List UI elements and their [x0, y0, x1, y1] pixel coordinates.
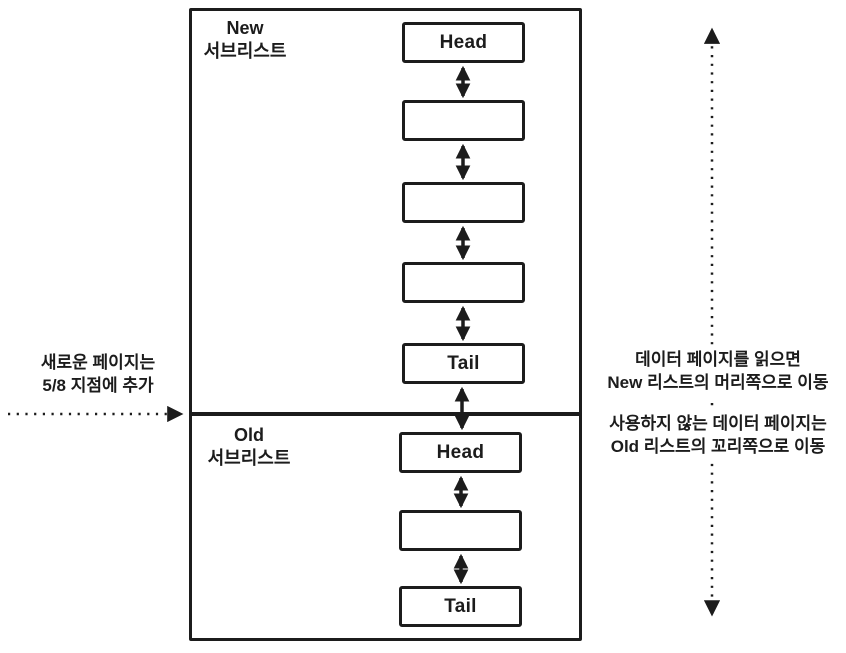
new-page-box-1 — [402, 100, 525, 141]
new-tail-box: Tail — [402, 343, 525, 384]
new-page-box-3 — [402, 262, 525, 303]
old-tail-box: Tail — [399, 586, 522, 627]
new-page-box-2 — [402, 182, 525, 223]
old-tail-label: Tail — [444, 595, 477, 617]
old-head-label: Head — [436, 441, 485, 463]
insert-point-annotation-line1: 새로운 페이지는 — [40, 353, 156, 372]
insert-point-annotation: 새로운 페이지는 5/8 지점에 추가 — [6, 351, 190, 398]
old-head-box: Head — [399, 432, 522, 473]
old-sublist-label: Old 서브리스트 — [194, 424, 304, 470]
old-page-box-1 — [399, 510, 522, 551]
unused-move-annotation-line2: Old 리스트의 꼬리쪽으로 이동 — [610, 437, 826, 457]
new-head-box: Head — [402, 22, 525, 63]
old-sublist-label-line1: Old — [234, 425, 264, 445]
new-tail-label: Tail — [447, 352, 480, 374]
sublist-divider-line — [189, 412, 582, 416]
insert-point-annotation-line2: 5/8 지점에 추가 — [42, 376, 154, 396]
read-move-annotation: 데이터 페이지를 읽으면 New 리스트의 머리쪽으로 이동 — [592, 346, 844, 397]
old-sublist-label-line2: 서브리스트 — [207, 448, 291, 469]
new-head-label: Head — [439, 31, 488, 53]
read-move-annotation-line1: 데이터 페이지를 읽으면 — [635, 350, 801, 369]
new-sublist-label-line1: New — [226, 18, 264, 38]
new-sublist-label: New 서브리스트 — [190, 17, 300, 63]
buffer-pool-border — [189, 8, 582, 641]
read-move-annotation-line2: New 리스트의 머리쪽으로 이동 — [607, 373, 829, 393]
new-sublist-label-line2: 서브리스트 — [203, 41, 287, 62]
unused-move-annotation: 사용하지 않는 데이터 페이지는 Old 리스트의 꼬리쪽으로 이동 — [592, 410, 844, 461]
unused-move-annotation-line1: 사용하지 않는 데이터 페이지는 — [609, 414, 827, 433]
